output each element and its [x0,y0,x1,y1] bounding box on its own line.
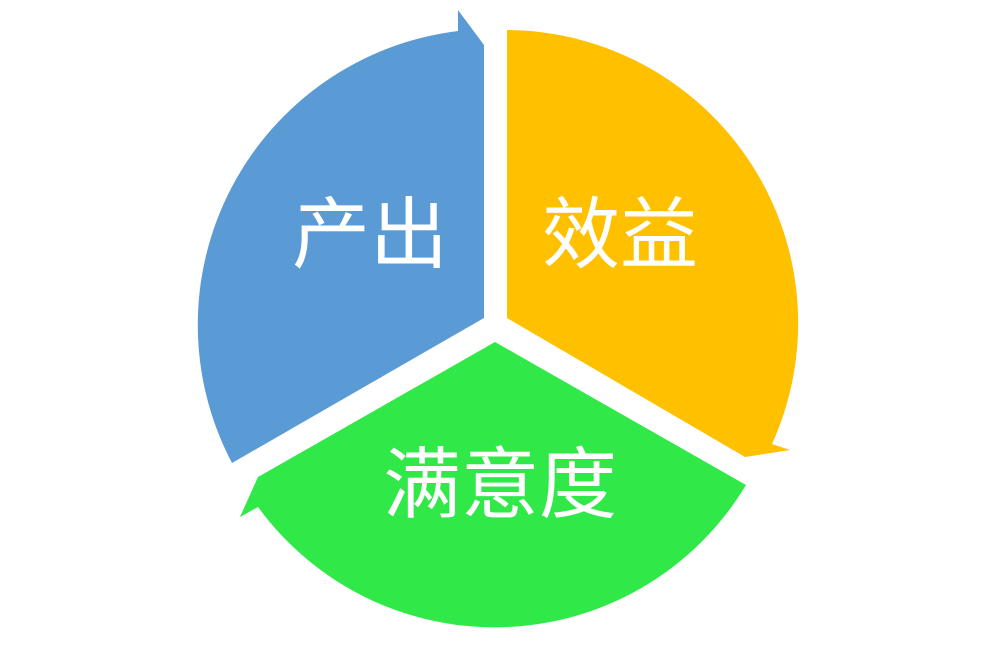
segment-satisfaction [240,342,746,628]
label-satisfaction: 满意度 [383,440,617,530]
segment-output [197,10,485,463]
label-benefit: 效益 [542,190,698,280]
segment-benefit [507,30,799,457]
label-output: 产出 [292,190,448,280]
